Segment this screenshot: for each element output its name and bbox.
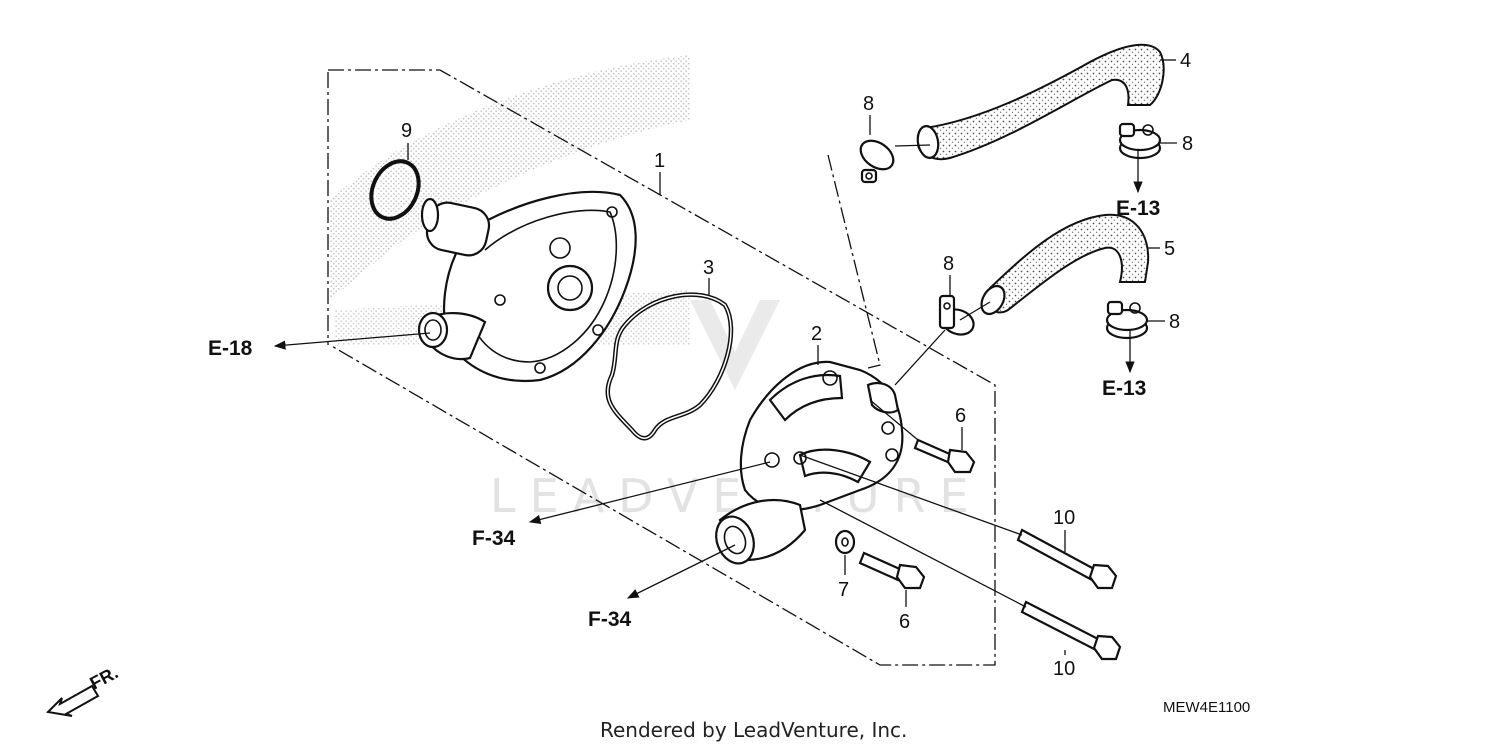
callout-4: 4 [1180, 50, 1191, 72]
ref-e-13-upper: E-13 [1116, 197, 1160, 220]
water-pump-assembly-part-1[interactable] [417, 190, 637, 382]
clamp-part-8-a[interactable] [855, 135, 898, 184]
bolt-part-6-lower[interactable] [858, 551, 926, 590]
callout-10-lower: 10 [1053, 658, 1075, 680]
bolt-part-6-upper[interactable] [913, 438, 976, 474]
callout-8-b: 8 [1182, 133, 1193, 155]
clamp-part-8-d[interactable] [1105, 300, 1149, 340]
front-direction-indicator: FR. [45, 662, 121, 717]
callout-9: 9 [401, 120, 412, 142]
ref-e-13-lower: E-13 [1102, 377, 1146, 400]
ref-e-18: E-18 [208, 337, 253, 360]
callout-5: 5 [1164, 238, 1175, 260]
washer-part-7[interactable] [834, 529, 856, 555]
callout-6-upper: 6 [955, 405, 966, 427]
callout-7: 7 [838, 579, 849, 601]
leader-lines [407, 59, 1177, 655]
clamp-part-8-b[interactable] [1118, 122, 1162, 160]
callout-2: 2 [811, 323, 822, 345]
callout-1: 1 [654, 150, 665, 172]
callout-6-lower: 6 [899, 611, 910, 633]
gasket-part-3[interactable] [605, 292, 734, 441]
pump-cover-part-2[interactable] [710, 360, 904, 569]
footer-credit: Rendered by LeadVenture, Inc. [600, 718, 907, 742]
ref-f-34-upper: F-34 [472, 527, 516, 550]
reference-arrows [273, 150, 1143, 599]
clamp-part-8-c[interactable] [938, 294, 977, 339]
callout-8-c: 8 [943, 253, 954, 275]
reference-labels: E-18 E-13 E-13 F-34 F-34 [208, 197, 1160, 631]
callout-3: 3 [703, 257, 714, 279]
callout-8-a: 8 [863, 93, 874, 115]
hose-part-5[interactable] [977, 213, 1150, 318]
callout-8-d: 8 [1169, 311, 1180, 333]
assembly-frame [327, 69, 996, 666]
long-bolt-part-10-upper[interactable] [1016, 528, 1118, 590]
hose-part-4[interactable] [915, 43, 1165, 161]
callout-10-upper: 10 [1053, 507, 1075, 529]
o-ring-part-9[interactable] [362, 154, 427, 227]
callout-labels: 9 1 3 2 4 5 8 8 8 8 6 6 7 10 10 [401, 50, 1193, 680]
long-bolt-part-10-lower[interactable] [1020, 600, 1122, 661]
ref-f-34-lower: F-34 [588, 608, 632, 631]
front-arrow-icon [45, 684, 100, 717]
diagram-code: MEW4E1100 [1163, 699, 1250, 716]
